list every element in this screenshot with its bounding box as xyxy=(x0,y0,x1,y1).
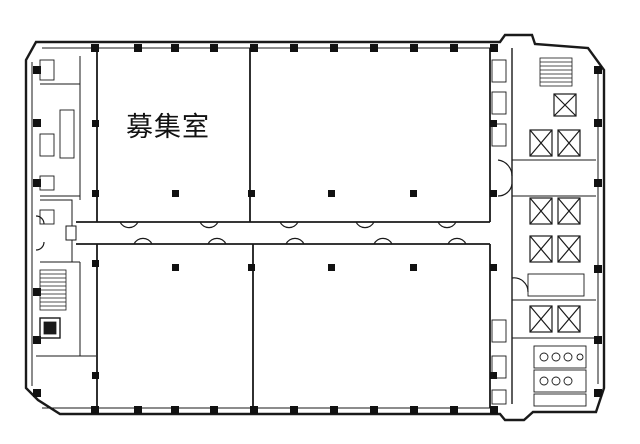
stair-icon xyxy=(39,57,573,339)
outer-wall xyxy=(24,33,606,422)
corridor xyxy=(40,199,77,263)
columns xyxy=(33,44,602,414)
interior-columns xyxy=(92,120,497,379)
door-swings xyxy=(35,159,529,293)
restroom-fixtures xyxy=(39,59,587,407)
partition-walls xyxy=(36,48,596,408)
elevator-icon xyxy=(529,93,581,333)
room-label: 募集室 xyxy=(126,112,210,143)
